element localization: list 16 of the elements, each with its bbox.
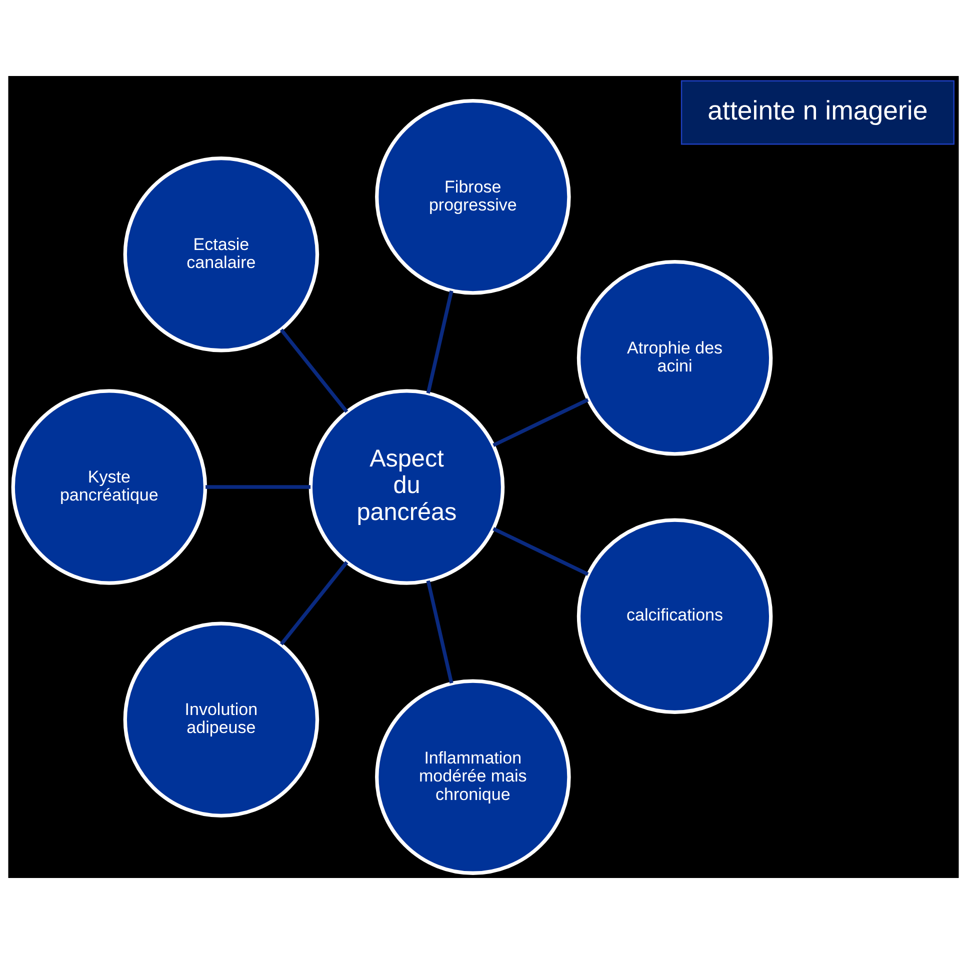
- node-circle: Ectasie canalaire: [123, 156, 320, 352]
- node-circle: Involution adipeuse: [123, 622, 320, 818]
- connector: [426, 580, 454, 684]
- node-circle: Kyste pancréatique: [11, 389, 208, 585]
- node-box: atteinte n imagerie: [680, 80, 954, 145]
- node-circle: Atrophie des acini: [576, 260, 773, 456]
- node-circle: Fibrose progressive: [375, 99, 571, 295]
- connector: [492, 398, 589, 447]
- connector: [492, 527, 589, 576]
- node-circle: Aspect du pancréas: [308, 389, 505, 585]
- connector: [280, 561, 348, 646]
- node-circle: calcifications: [576, 518, 773, 714]
- connector: [206, 485, 311, 489]
- node-circle: Inflammation modérée mais chronique: [375, 679, 571, 875]
- connector: [280, 328, 348, 413]
- connector: [426, 290, 454, 394]
